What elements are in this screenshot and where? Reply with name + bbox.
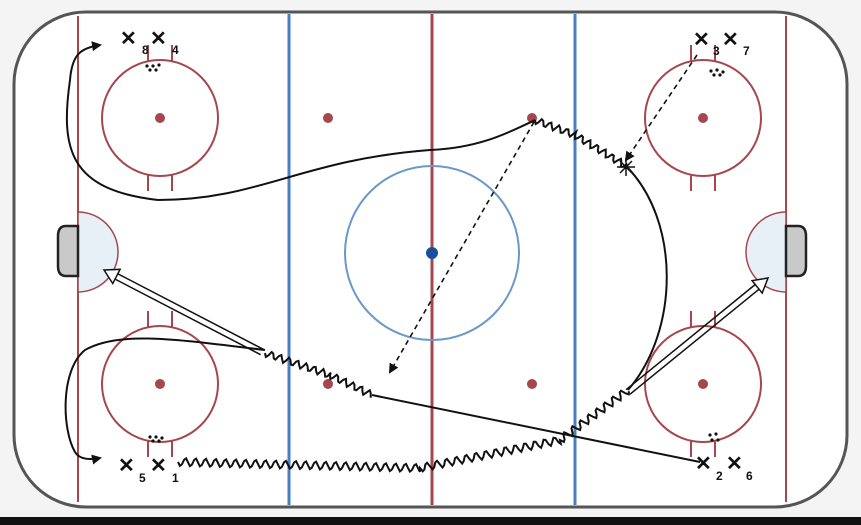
pass-path-center — [389, 121, 535, 374]
goal-net-left — [56, 224, 80, 278]
shot-arrowhead — [750, 277, 770, 295]
puck — [151, 439, 155, 443]
player-number: 2 — [716, 469, 723, 483]
skate-path-bottom-left-loop — [64, 337, 266, 465]
neutral-zone-dot — [527, 379, 537, 389]
player-number: 1 — [172, 471, 179, 485]
skate-path-right-arc — [625, 165, 668, 391]
stickhandle-path-mid — [264, 350, 372, 398]
puck — [148, 68, 152, 72]
puck — [157, 439, 161, 443]
center-circle — [344, 165, 520, 341]
player-number: 8 — [142, 43, 149, 57]
shot-arrow-left — [102, 268, 264, 356]
faceoff-circle-bottom-right — [644, 325, 762, 443]
player-number: 3 — [713, 44, 720, 58]
drill-paths — [64, 41, 770, 474]
player-group-bottom-left: ✕ 5 ✕ 1 — [118, 455, 179, 485]
shot-line — [625, 283, 756, 391]
skate-path-top — [157, 119, 536, 201]
faceoff-dot — [155, 113, 165, 123]
puck — [157, 63, 161, 67]
neutral-zone-dot — [323, 113, 333, 123]
player-x-mark: ✕ — [120, 28, 137, 50]
faceoff-dot — [698, 379, 708, 389]
puck — [154, 68, 158, 72]
puck — [151, 64, 155, 68]
puck — [714, 432, 718, 436]
shot-arrowhead — [102, 268, 122, 286]
player-x-mark: ✕ — [150, 28, 167, 50]
stickhandle-path-bottom — [177, 389, 630, 474]
skate-path-to-bottom-right — [371, 394, 701, 463]
neutral-zone-dot — [323, 379, 333, 389]
puck — [145, 64, 149, 68]
puck — [160, 436, 164, 440]
player-number: 5 — [139, 471, 146, 485]
shot-line — [629, 288, 760, 395]
goal-net-right — [784, 224, 808, 278]
rink-markings — [101, 45, 762, 457]
skate-path-top-left-loop — [65, 41, 159, 201]
shot-line — [117, 273, 264, 351]
player-number: 4 — [172, 43, 179, 57]
stickhandle-path-top — [534, 117, 628, 168]
puck — [716, 438, 720, 442]
player-x-mark: ✕ — [693, 29, 710, 51]
player-x-mark: ✕ — [722, 29, 739, 51]
puck — [708, 433, 712, 437]
player-x-mark: ✕ — [118, 455, 135, 477]
player-x-mark: ✕ — [695, 453, 712, 475]
pass-path-top-right — [624, 54, 698, 162]
puck — [715, 68, 719, 72]
puck — [709, 69, 713, 73]
player-number: 6 — [746, 469, 753, 483]
player-number: 7 — [743, 44, 750, 58]
shot-arrow-right — [625, 277, 770, 395]
faceoff-dot — [155, 379, 165, 389]
player-group-top-right: ✕ 3 ✕ 7 — [693, 29, 750, 58]
player-group-bottom-right: ✕ 2 ✕ 6 — [695, 453, 753, 483]
faceoff-circle-top-right — [644, 59, 762, 177]
receive-point-marker — [617, 158, 635, 176]
faceoff-dot — [698, 113, 708, 123]
puck — [718, 73, 722, 77]
player-group-top-left: ✕ 8 ✕ 4 — [120, 28, 179, 57]
bottom-edge — [0, 517, 861, 525]
player-x-mark: ✕ — [726, 453, 743, 475]
puck — [148, 435, 152, 439]
center-faceoff-dot — [426, 247, 438, 259]
faceoff-circle-top-left — [101, 59, 219, 177]
puck — [154, 435, 158, 439]
goal-crease-right — [745, 211, 787, 293]
puck — [721, 70, 725, 74]
shot-line — [114, 278, 261, 356]
puck — [710, 438, 714, 442]
puck — [712, 73, 716, 77]
player-x-mark: ✕ — [150, 455, 167, 477]
